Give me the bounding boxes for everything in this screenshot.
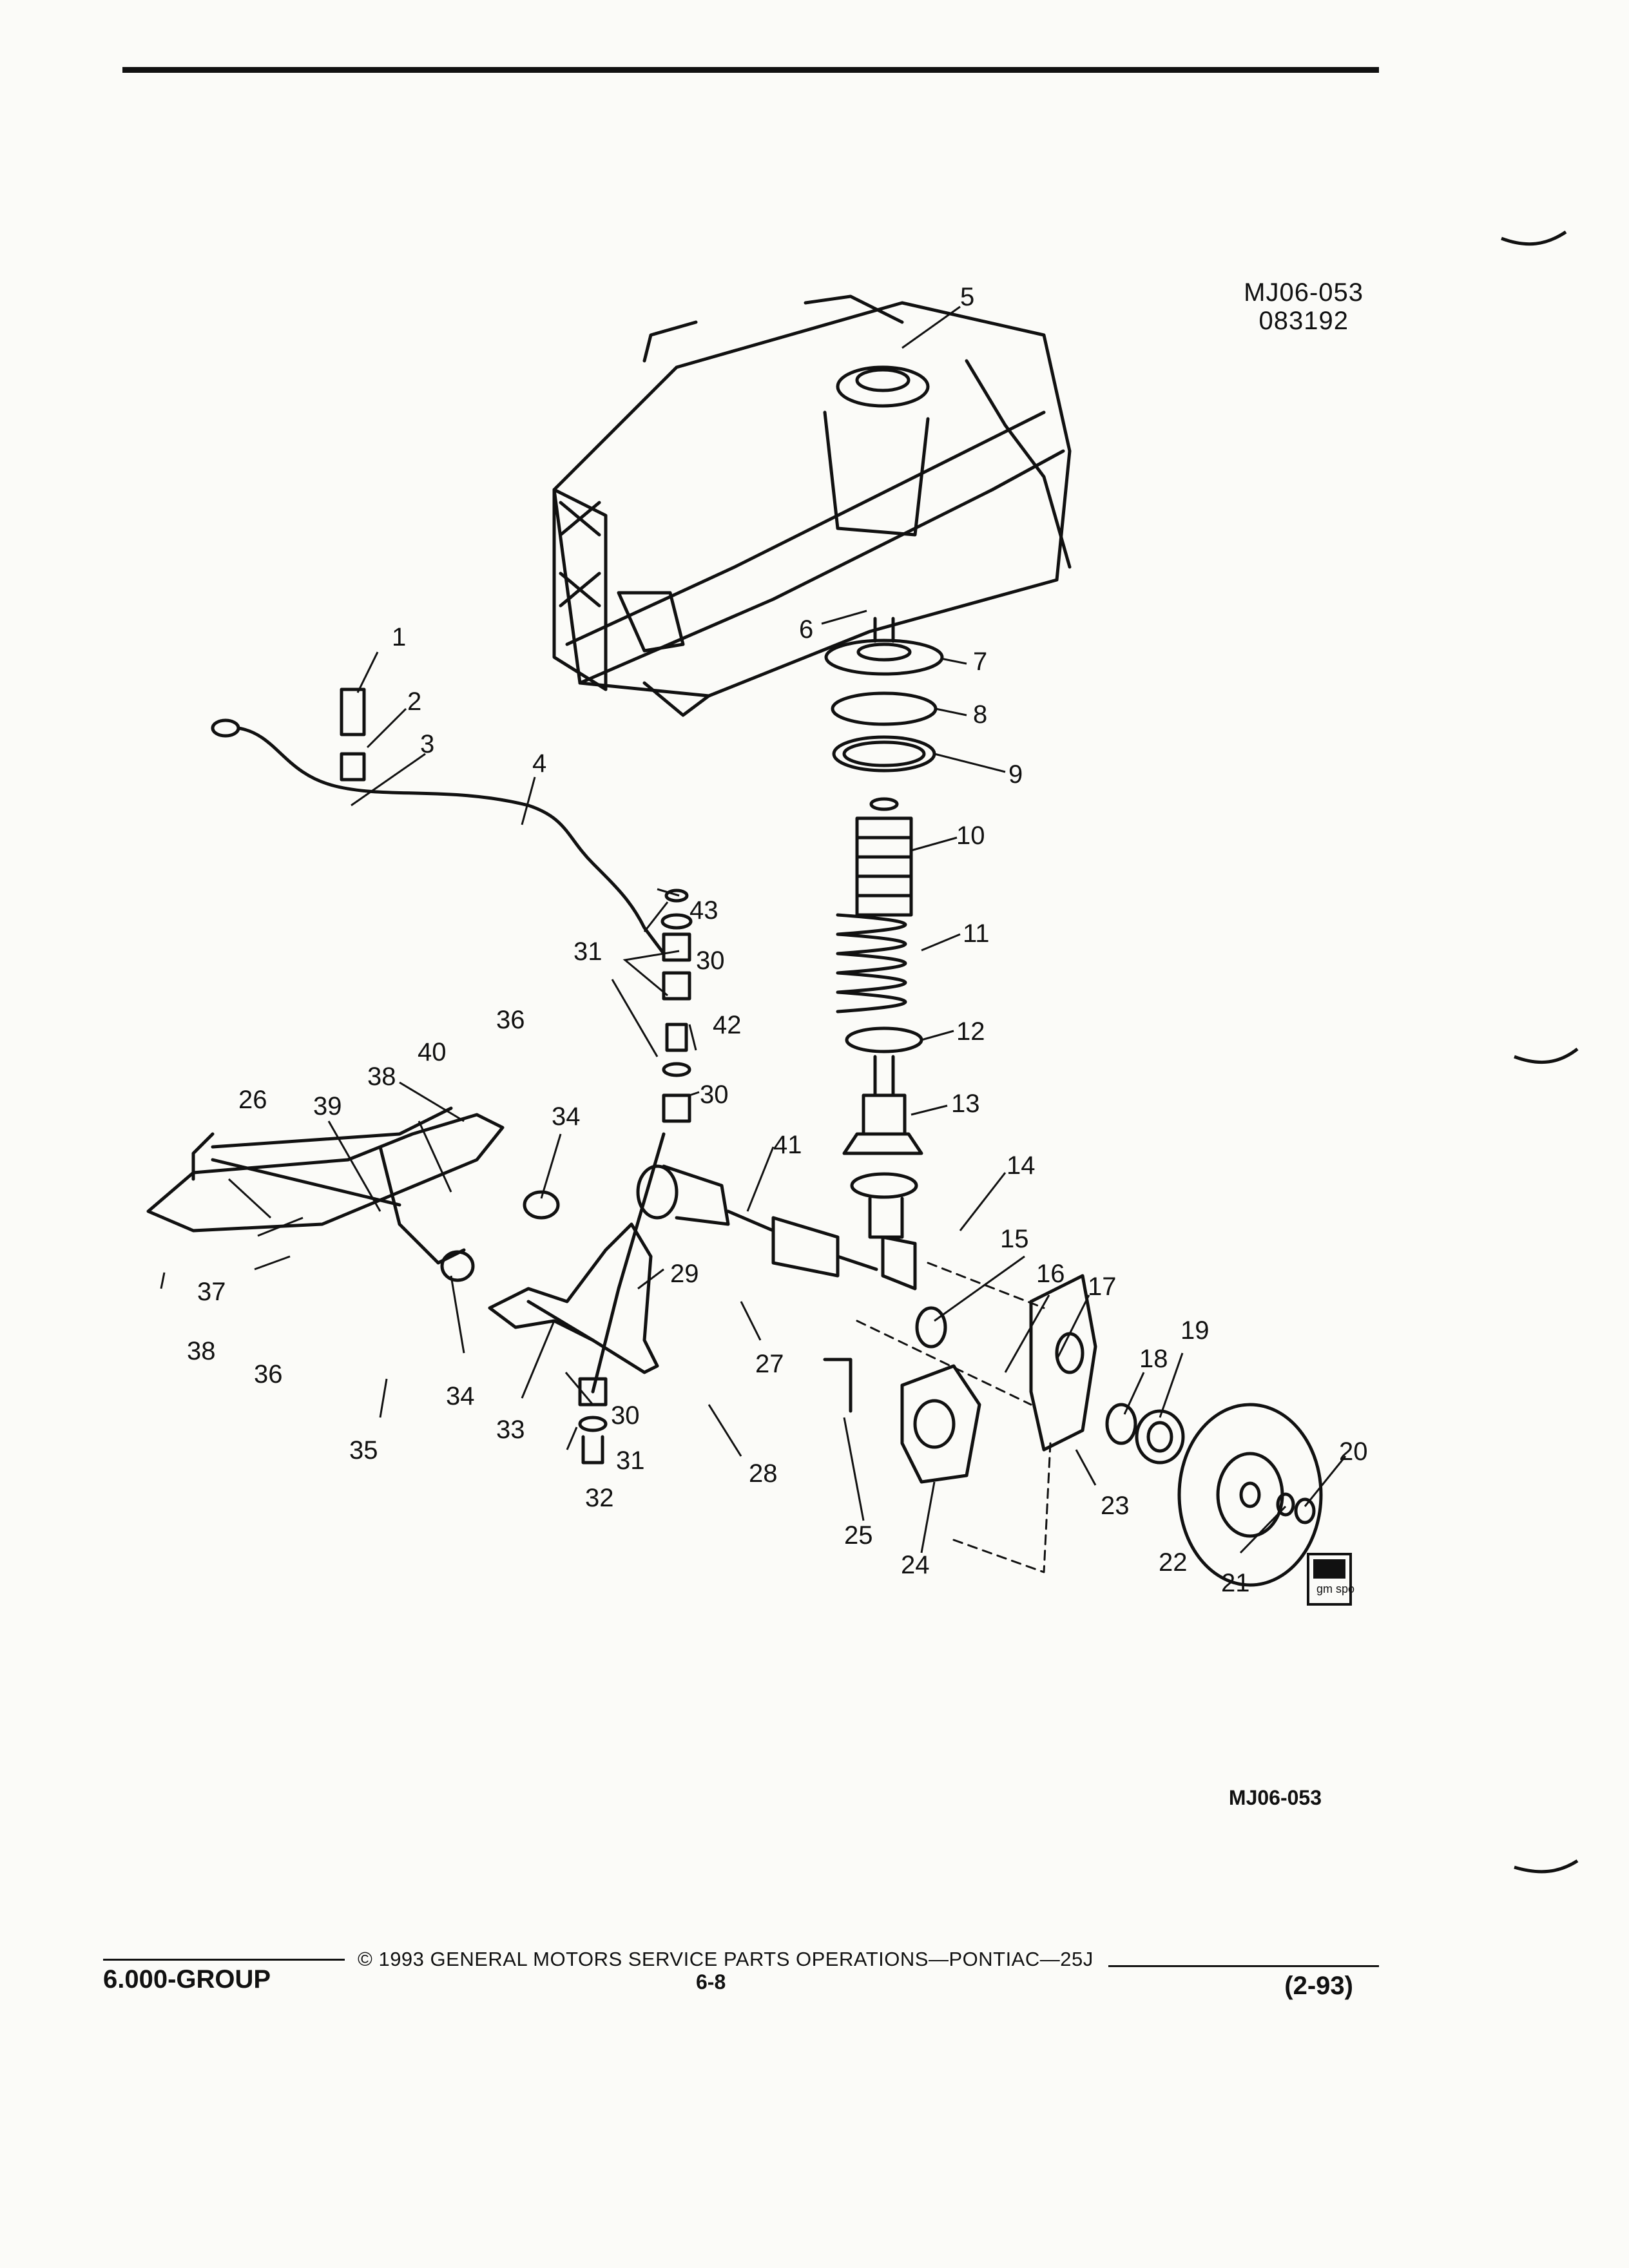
callout-10: 10 — [956, 822, 985, 850]
footer-group: 6.000-GROUP — [103, 1965, 271, 1994]
callout-8: 8 — [973, 700, 987, 729]
callout-22: 22 — [1159, 1548, 1188, 1577]
footer-date: (2-93) — [1284, 1972, 1353, 2000]
callout-34-lower: 34 — [446, 1382, 475, 1410]
callout-1: 1 — [392, 623, 406, 651]
callout-26: 26 — [238, 1086, 267, 1114]
callout-17: 17 — [1088, 1273, 1117, 1301]
footer-rule-right — [1108, 1965, 1379, 1967]
callout-38-lower: 38 — [187, 1337, 216, 1365]
callout-40: 40 — [418, 1038, 447, 1066]
callout-42: 42 — [713, 1011, 742, 1039]
callout-7: 7 — [973, 648, 987, 676]
callout-30-middle: 30 — [700, 1081, 729, 1109]
gm-spo-logo: gm spo — [1307, 1553, 1354, 1606]
body-frame-drawing — [552, 294, 1072, 717]
callout-32: 32 — [585, 1484, 614, 1512]
reference-code: MJ06-053 — [1228, 1786, 1322, 1809]
drive-axle-drawing — [636, 1164, 947, 1349]
callout-24: 24 — [901, 1551, 930, 1579]
callout-28: 28 — [749, 1459, 778, 1488]
callout-20: 20 — [1339, 1437, 1368, 1466]
callout-15: 15 — [1000, 1225, 1029, 1253]
diagram-code: MJ06-053 — [1244, 278, 1364, 307]
diagram-date: 083192 — [1258, 307, 1349, 335]
callout-12: 12 — [956, 1017, 985, 1046]
callout-6: 6 — [799, 615, 813, 644]
strut-assembly-drawing — [824, 617, 944, 1291]
callout-36-lower: 36 — [254, 1360, 283, 1389]
callout-4: 4 — [532, 749, 546, 778]
stabilizer-bar-drawing — [211, 687, 666, 956]
callout-16: 16 — [1036, 1260, 1065, 1288]
callout-11: 11 — [963, 919, 990, 948]
footer-copyright: © 1993 GENERAL MOTORS SERVICE PARTS OPER… — [358, 1948, 1094, 1970]
callout-2: 2 — [407, 687, 421, 716]
footer-page: 6-8 — [696, 1970, 726, 1994]
callout-30-upper: 30 — [696, 947, 725, 975]
callout-18: 18 — [1139, 1345, 1168, 1373]
callout-31-upper: 31 — [574, 937, 602, 966]
top-rule — [122, 67, 1379, 73]
callout-29: 29 — [670, 1260, 699, 1288]
callout-34-upper: 34 — [552, 1102, 581, 1131]
callout-23: 23 — [1101, 1492, 1130, 1520]
callout-39: 39 — [313, 1092, 342, 1120]
crossmember-drawing — [146, 1106, 505, 1265]
callout-43: 43 — [689, 896, 718, 925]
logo-text: gm spo — [1316, 1582, 1354, 1595]
callout-19: 19 — [1181, 1316, 1210, 1345]
brake-rotor-drawing — [1177, 1403, 1323, 1587]
callout-36-upper: 36 — [496, 1006, 525, 1034]
margin-marks — [1501, 230, 1579, 1874]
callout-30-lower: 30 — [611, 1401, 640, 1430]
hub-drawing — [1105, 1403, 1185, 1465]
stabilizer-link-drawing — [591, 889, 693, 1394]
callout-27: 27 — [755, 1350, 784, 1378]
callout-41: 41 — [773, 1131, 802, 1159]
callout-37: 37 — [197, 1278, 226, 1306]
callout-13: 13 — [951, 1090, 980, 1118]
callout-9: 9 — [1008, 760, 1023, 789]
callout-35: 35 — [349, 1436, 378, 1465]
callout-3: 3 — [420, 730, 434, 758]
callout-14: 14 — [1007, 1151, 1036, 1180]
callout-21: 21 — [1221, 1569, 1250, 1597]
leader-lines — [160, 305, 1347, 1554]
footer-rule-left — [103, 1959, 345, 1961]
callout-5: 5 — [960, 283, 974, 311]
callout-31-lower: 31 — [616, 1446, 645, 1475]
callout-33: 33 — [496, 1416, 525, 1444]
callout-25: 25 — [844, 1521, 873, 1550]
callout-38-upper: 38 — [367, 1062, 396, 1091]
caliper-drawing — [823, 1358, 981, 1484]
